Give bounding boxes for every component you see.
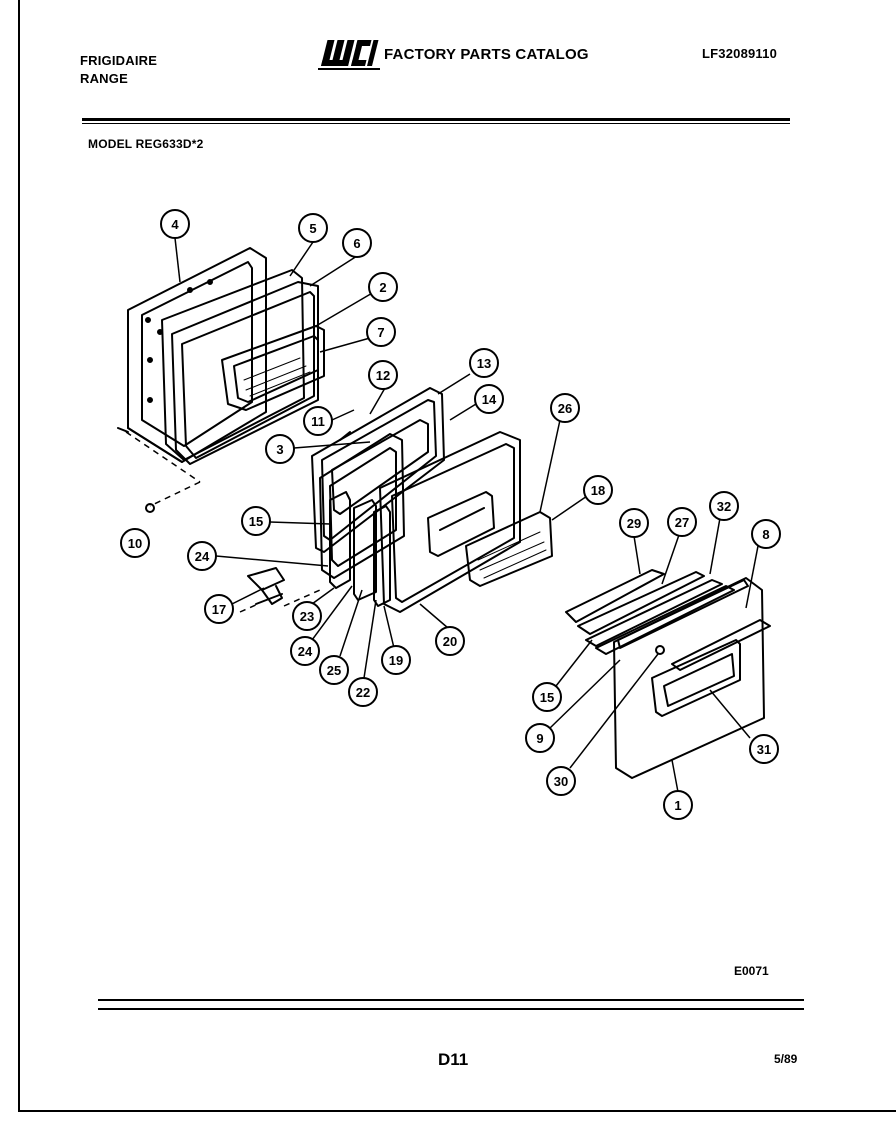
part-screw (145, 503, 155, 513)
callout-c23: 23 (292, 601, 322, 631)
callout-c27: 27 (667, 507, 697, 537)
part-outer-back-frame (117, 247, 267, 463)
part-middle-frame (311, 387, 445, 553)
callout-label: 25 (327, 663, 341, 678)
callout-c11: 11 (303, 406, 333, 436)
catalog-title: FACTORY PARTS CATALOG (384, 46, 589, 63)
callout-c24a: 24 (187, 541, 217, 571)
callout-label: 5 (309, 221, 316, 236)
callout-c6: 6 (342, 228, 372, 258)
callout-c10: 10 (120, 528, 150, 558)
callout-c24b: 24 (290, 636, 320, 666)
callout-label: 32 (717, 499, 731, 514)
part-insulation-panel (379, 431, 521, 613)
callout-label: 24 (298, 644, 313, 659)
callout-label: 15 (540, 690, 554, 705)
wci-logo (318, 40, 380, 70)
callout-label: 19 (389, 653, 403, 668)
callout-label: 26 (558, 401, 572, 416)
callout-c3: 3 (265, 434, 295, 464)
callout-c14: 14 (474, 384, 504, 414)
callout-c7: 7 (366, 317, 396, 347)
callout-c30: 30 (546, 766, 576, 796)
callout-label: 8 (762, 527, 769, 542)
callout-c5: 5 (298, 213, 328, 243)
catalog-date: 5/89 (774, 1052, 798, 1066)
callout-c15a: 15 (241, 506, 271, 536)
header-rule-thin (82, 123, 790, 124)
callout-label: 14 (482, 392, 497, 407)
callout-label: 1 (674, 798, 681, 813)
callout-label: 30 (554, 774, 568, 789)
footer-rule-lower (98, 1008, 804, 1010)
callout-label: 22 (356, 685, 370, 700)
callout-label: 31 (757, 742, 771, 757)
footer-rule (98, 999, 804, 1001)
header-rule (82, 118, 790, 121)
page-id: D11 (438, 1050, 469, 1069)
callout-c2: 2 (368, 272, 398, 302)
callout-c1: 1 (663, 790, 693, 820)
callout-c25: 25 (319, 655, 349, 685)
part-inner-panel (161, 269, 319, 465)
callout-label: 24 (195, 549, 210, 564)
catalog-code: LF32089110 (702, 46, 778, 61)
callout-label: 15 (249, 514, 263, 529)
callout-label: 4 (171, 217, 179, 232)
callout-label: 29 (627, 516, 641, 531)
callout-label: 20 (443, 634, 457, 649)
callout-c13: 13 (469, 348, 499, 378)
callout-label: 7 (377, 325, 384, 340)
callout-label: 9 (536, 731, 543, 746)
callout-c20: 20 (435, 626, 465, 656)
part-lower-window (465, 511, 553, 587)
callout-c12: 12 (368, 360, 398, 390)
part-inner-window (221, 325, 325, 411)
callout-c9: 9 (525, 723, 555, 753)
model-number: MODEL REG633D*2 (88, 137, 204, 151)
callout-c18: 18 (583, 475, 613, 505)
callout-label: 3 (276, 442, 283, 457)
callout-c4: 4 (160, 209, 190, 239)
callout-label: 18 (591, 483, 605, 498)
callout-label: 10 (128, 536, 142, 551)
part-outer-trim (565, 569, 735, 655)
callout-c17: 17 (204, 594, 234, 624)
page-border-left (18, 0, 20, 1110)
callout-label: 11 (311, 414, 325, 429)
callout-label: 27 (675, 515, 689, 530)
brand-name: FRIGIDAIRE (80, 53, 158, 68)
page-border-bottom (18, 1110, 896, 1112)
callout-label: 6 (353, 236, 360, 251)
callout-c29: 29 (619, 508, 649, 538)
part-side-rails (329, 491, 391, 607)
callout-label: 12 (376, 368, 390, 383)
callout-c8: 8 (751, 519, 781, 549)
callout-label: 13 (477, 356, 491, 371)
callout-c22: 22 (348, 677, 378, 707)
callout-label: 17 (212, 602, 226, 617)
callout-c19: 19 (381, 645, 411, 675)
callout-c32: 32 (709, 491, 739, 521)
part-inner-glass (319, 433, 405, 579)
product-type: RANGE (80, 71, 128, 86)
figure-code: E0071 (734, 964, 769, 978)
callout-c15b: 15 (532, 682, 562, 712)
callout-label: 2 (379, 280, 386, 295)
part-outer-door (613, 577, 771, 779)
part-hinge (247, 567, 285, 605)
callout-label: 23 (300, 609, 314, 624)
callout-c31: 31 (749, 734, 779, 764)
callout-c26: 26 (550, 393, 580, 423)
